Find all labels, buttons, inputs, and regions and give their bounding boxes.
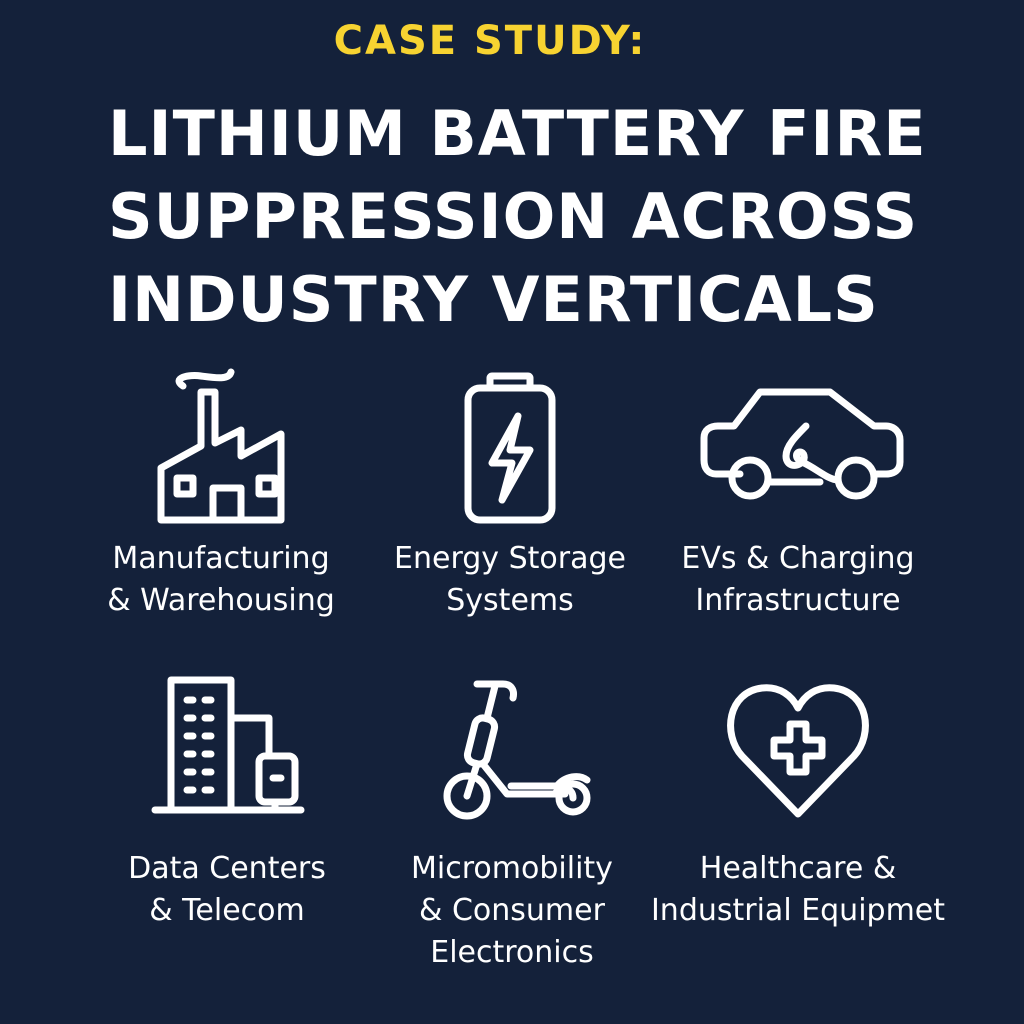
vertical-healthcare: Healthcare & Industrial Equipmet [648, 668, 948, 932]
electric-car-icon [700, 388, 904, 500]
kicker-case-study: CASE STUDY: [333, 18, 647, 64]
factory-icon [157, 368, 285, 524]
title-line: INDUSTRY VERTICALS [108, 263, 879, 336]
vertical-data-centers: Data Centers & Telecom [77, 668, 377, 932]
scooter-icon [443, 680, 591, 820]
title-line: SUPPRESSION ACROSS [108, 180, 919, 253]
vertical-label: Micromobility & Consumer Electronics [411, 851, 613, 970]
page-title: LITHIUM BATTERY FIRE SUPPRESSION ACROSS … [108, 92, 968, 341]
battery-bolt-icon [464, 372, 556, 524]
vertical-micromobility: Micromobility & Consumer Electronics [362, 668, 662, 974]
vertical-evs-charging: EVs & Charging Infrastructure [648, 368, 948, 622]
vertical-label: Manufacturing & Warehousing [107, 541, 335, 618]
vertical-label: Data Centers & Telecom [128, 851, 326, 928]
vertical-label: EVs & Charging Infrastructure [681, 541, 915, 618]
vertical-energy-storage: Energy Storage Systems [360, 368, 660, 622]
building-server-icon [151, 676, 305, 814]
vertical-label: Energy Storage Systems [394, 541, 626, 618]
title-line: LITHIUM BATTERY FIRE [108, 97, 927, 170]
heart-medical-icon [727, 684, 869, 818]
vertical-label: Healthcare & Industrial Equipmet [650, 851, 946, 928]
vertical-manufacturing: Manufacturing & Warehousing [71, 368, 371, 622]
